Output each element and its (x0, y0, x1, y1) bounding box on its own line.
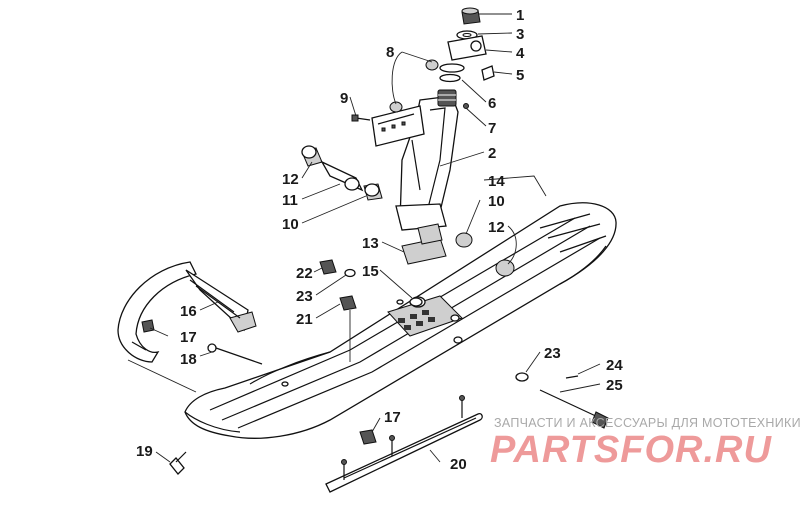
callout-17-ski: 17 (384, 409, 401, 426)
fasteners (169, 259, 609, 475)
steering-arm (371, 105, 425, 147)
callout-18: 18 (180, 351, 197, 368)
callout-22: 22 (296, 265, 313, 282)
callout-4: 4 (516, 45, 525, 62)
callout-13: 13 (362, 235, 379, 252)
ski-handle (117, 261, 257, 363)
callout-24: 24 (606, 357, 623, 374)
callout-19: 19 (136, 443, 153, 460)
callout-23-left: 23 (296, 288, 313, 305)
callout-25: 25 (606, 377, 623, 394)
callout-11: 11 (282, 192, 298, 209)
watermark-logo: PARTSFOR.RU (490, 429, 772, 471)
ski-stop (401, 223, 447, 265)
callout-10-left: 10 (282, 216, 299, 233)
callout-numbers: 1 3 4 5 8 6 9 7 2 12 11 14 10 10 12 13 2… (136, 7, 623, 473)
callout-17-handle: 17 (180, 329, 197, 346)
bushings-right (455, 232, 515, 277)
leader-lines (127, 13, 601, 463)
callout-16: 16 (180, 303, 197, 320)
callout-21: 21 (296, 311, 313, 328)
callout-1: 1 (516, 7, 524, 24)
callout-3: 3 (516, 26, 524, 43)
callout-6: 6 (488, 95, 496, 112)
mounting-pad-holes (398, 310, 435, 330)
watermark-subtitle: ЗАПЧАСТИ И АКСЕССУАРЫ ДЛЯ МОТОТЕХНИКИ (494, 416, 800, 430)
callout-9: 9 (340, 90, 348, 107)
bushings-left (301, 145, 383, 201)
callout-23-right: 23 (544, 345, 561, 362)
callout-5: 5 (516, 67, 524, 84)
callout-7: 7 (488, 120, 496, 137)
callout-2: 2 (488, 145, 496, 162)
callout-8: 8 (386, 44, 394, 61)
callout-12-right: 12 (488, 219, 505, 236)
callout-14: 14 (488, 173, 505, 190)
top-hardware (351, 7, 495, 122)
callout-20: 20 (450, 456, 467, 473)
watermark: ЗАПЧАСТИ И АКСЕССУАРЫ ДЛЯ МОТОТЕХНИКИ PA… (490, 416, 800, 471)
wear-bar (325, 395, 483, 493)
callout-12-left: 12 (282, 171, 299, 188)
callout-15: 15 (362, 263, 379, 280)
callout-10-right: 10 (488, 193, 505, 210)
